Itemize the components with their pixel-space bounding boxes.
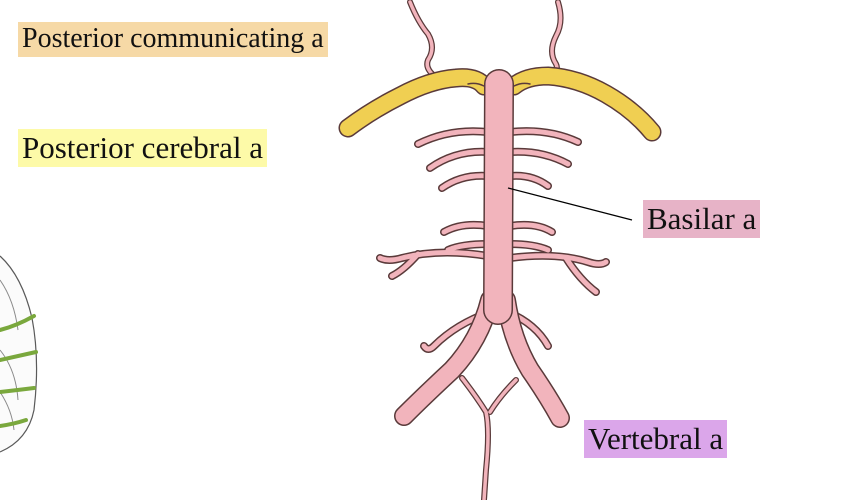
basilar-leader-line xyxy=(507,187,633,221)
posterior-cerebral-label: Posterior cerebral a xyxy=(18,129,267,167)
brainstem-nerves xyxy=(0,314,38,428)
basilar-label: Basilar a xyxy=(643,200,761,238)
vertebral-artery xyxy=(394,290,570,500)
basilar-artery xyxy=(467,69,531,325)
vertebral-label: Vertebral a xyxy=(584,420,728,458)
posterior-communicating-label: Posterior communicating a xyxy=(18,22,328,57)
posterior-cerebral-artery xyxy=(338,66,662,142)
